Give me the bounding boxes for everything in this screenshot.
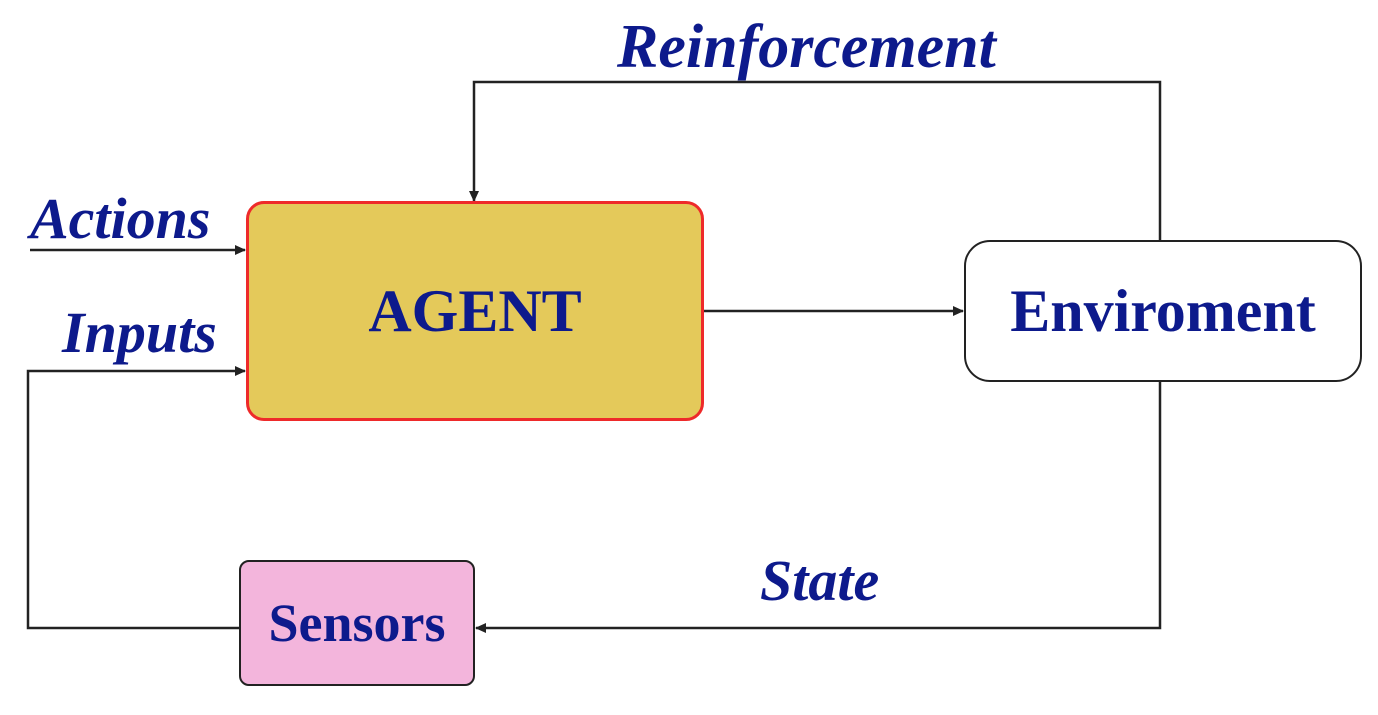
actions-label: Actions: [30, 186, 211, 251]
inputs-label: Inputs: [62, 300, 217, 365]
reinforcement-label: Reinforcement: [617, 13, 996, 81]
environment-node: Enviroment: [964, 240, 1362, 382]
environment-node-label: Enviroment: [1010, 277, 1316, 344]
state-connector: [475, 382, 1162, 633]
state-label: State: [760, 548, 880, 613]
sensors-node: Sensors: [239, 560, 475, 686]
agent-node-label: AGENT: [368, 277, 582, 344]
reinforcement-connector: [469, 80, 1162, 240]
agent-node: AGENT: [246, 201, 704, 421]
inputs-connector: [26, 366, 246, 630]
sensors-node-label: Sensors: [268, 593, 446, 653]
